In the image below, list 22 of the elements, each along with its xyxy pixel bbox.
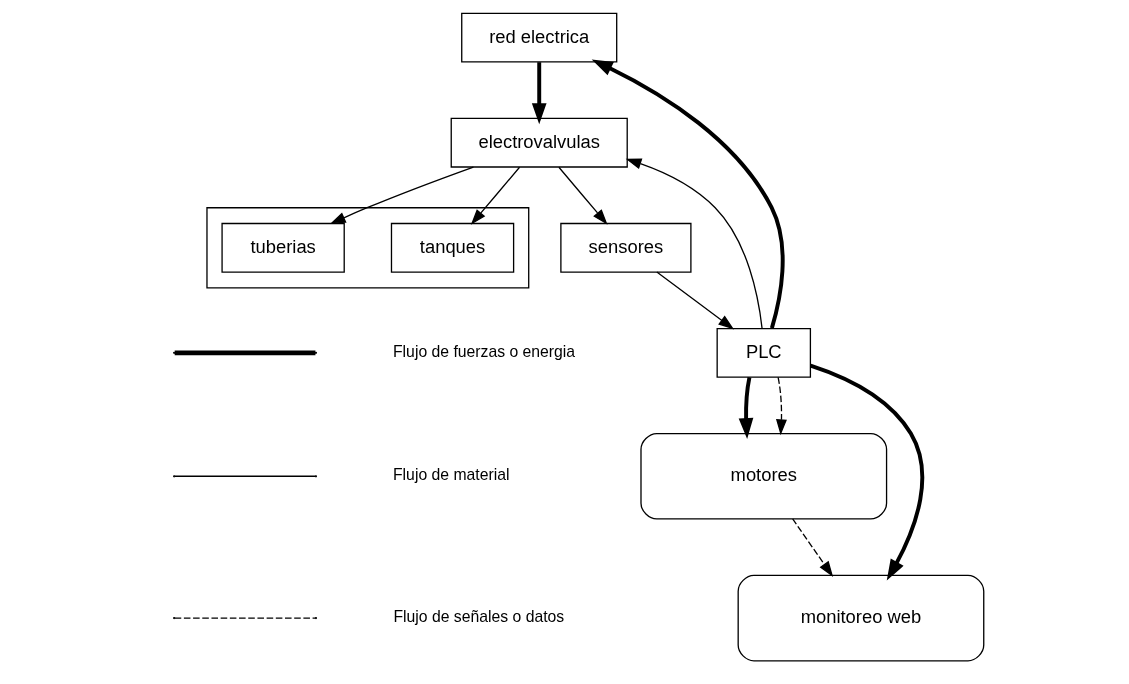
arrow bbox=[625, 158, 763, 330]
arrow bbox=[775, 376, 787, 436]
legend-label: Flujo de señales o datos bbox=[393, 608, 565, 626]
arrow bbox=[591, 59, 785, 329]
node-box: tuberias bbox=[221, 222, 345, 273]
arrow bbox=[809, 363, 925, 581]
node-box: electrovalvulas bbox=[450, 117, 628, 168]
node-box: red electrica bbox=[461, 12, 618, 63]
node-box: tanques bbox=[390, 222, 515, 273]
node-box: motores bbox=[640, 432, 888, 520]
arrow bbox=[656, 271, 735, 330]
arrow bbox=[470, 166, 521, 225]
arrow bbox=[329, 166, 475, 225]
legend-label: Flujo de material bbox=[393, 466, 510, 484]
legend-label: Flujo de fuerzas o energia bbox=[393, 342, 576, 360]
arrow bbox=[531, 62, 547, 125]
node-box: monitoreo web bbox=[737, 574, 985, 662]
arrow bbox=[738, 377, 754, 440]
node-box: PLC bbox=[716, 327, 812, 378]
arrow bbox=[792, 518, 834, 577]
node-box: sensores bbox=[560, 222, 692, 273]
arrow bbox=[558, 166, 608, 225]
